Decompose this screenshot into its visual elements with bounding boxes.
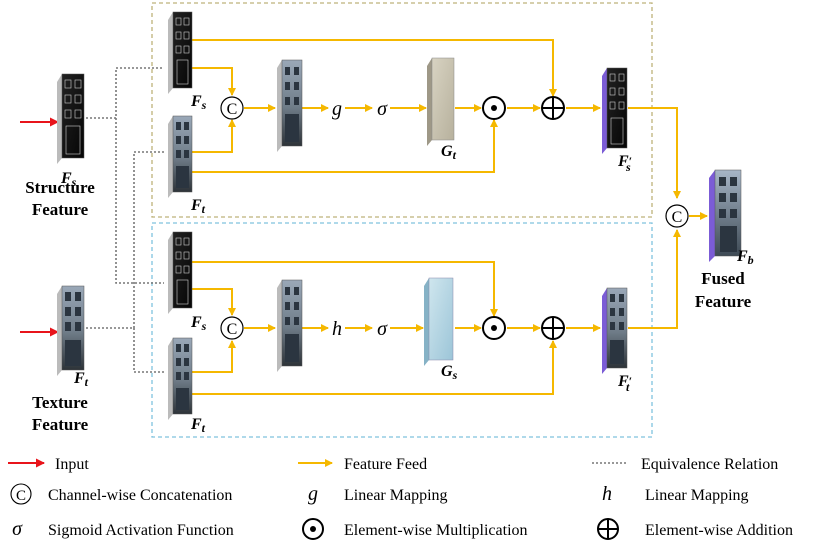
legend-add-text: Element-wise Addition xyxy=(645,522,793,539)
concat-op-top: C xyxy=(220,96,244,120)
legend-equivalence-text: Equivalence Relation xyxy=(641,456,778,473)
top-branch-flow xyxy=(190,39,681,199)
label-ft-prime: F′t xyxy=(617,373,632,394)
texture-feature-label-1: Texture xyxy=(32,393,88,412)
svg-text:C: C xyxy=(227,101,238,118)
label-top-fs: Fs xyxy=(190,93,207,112)
label-bottom-ft: Ft xyxy=(190,416,206,435)
label-input-ft: Ft xyxy=(73,370,89,389)
linear-mapping-g: g xyxy=(332,98,342,120)
legend-concat-symbol: C xyxy=(10,483,32,505)
top-concat-feature-map xyxy=(277,59,303,152)
equivalence-lines xyxy=(86,67,164,373)
label-top-ft: Ft xyxy=(190,197,206,216)
ft-prime-feature-map xyxy=(602,287,628,374)
label-gt: Gt xyxy=(441,143,457,162)
svg-text:C: C xyxy=(227,321,238,338)
gs-attention-map xyxy=(424,277,454,366)
label-gs: Gs xyxy=(441,363,458,382)
mult-op-top xyxy=(482,96,506,120)
sigmoid-bottom: σ xyxy=(377,318,388,340)
structure-feature-label-2: Feature xyxy=(32,200,89,219)
legend-g-symbol: g xyxy=(308,483,318,505)
mult-op-bottom xyxy=(482,316,506,340)
linear-mapping-h: h xyxy=(332,318,342,340)
label-input-fs: Fs xyxy=(60,170,77,189)
fused-feature-label-2: Feature xyxy=(695,292,752,311)
legend-sigma-symbol: σ xyxy=(12,518,23,540)
legend-mult-symbol xyxy=(302,518,324,540)
legend-feature-feed-text: Feature Feed xyxy=(344,456,427,473)
top-fs-feature-map xyxy=(168,11,193,94)
label-fb: Fb xyxy=(736,248,754,267)
structure-feature-label-1: Structure xyxy=(25,178,95,197)
concat-op-bottom: C xyxy=(220,316,244,340)
input-structure-feature-map xyxy=(57,73,85,164)
legend-g-text: Linear Mapping xyxy=(344,487,448,504)
bottom-fs-feature-map xyxy=(168,231,193,314)
legend-sigma-text: Sigmoid Activation Function xyxy=(48,522,234,539)
legend-h-symbol: h xyxy=(602,483,612,505)
label-bottom-fs: Fs xyxy=(190,314,207,333)
input-texture-feature-map xyxy=(57,285,85,376)
legend-input-text: Input xyxy=(55,456,89,473)
fused-feature-map xyxy=(709,169,742,262)
top-ft-feature-map xyxy=(168,115,193,198)
bottom-branch-flow xyxy=(190,212,708,395)
legend-concat-text: Channel-wise Concatenation xyxy=(48,487,232,504)
add-op-bottom xyxy=(541,316,565,340)
concat-op-fused: C xyxy=(665,204,689,228)
legend-add-symbol xyxy=(597,518,619,540)
bottom-concat-feature-map xyxy=(277,279,303,372)
add-op-top xyxy=(541,96,565,120)
sigmoid-top: σ xyxy=(377,98,388,120)
fused-feature-label-1: Fused xyxy=(701,269,745,288)
legend-h-text: Linear Mapping xyxy=(645,487,749,504)
bottom-ft-feature-map xyxy=(168,337,193,420)
label-fs-prime: F′s xyxy=(617,153,632,174)
svg-text:C: C xyxy=(672,209,683,226)
fs-prime-feature-map xyxy=(602,67,628,154)
svg-text:C: C xyxy=(16,488,26,504)
gt-attention-map xyxy=(427,57,455,146)
texture-feature-label-2: Feature xyxy=(32,415,89,434)
legend-mult-text: Element-wise Multiplication xyxy=(344,522,528,539)
legend: Input Feature Feed Equivalence Relation … xyxy=(8,456,793,540)
